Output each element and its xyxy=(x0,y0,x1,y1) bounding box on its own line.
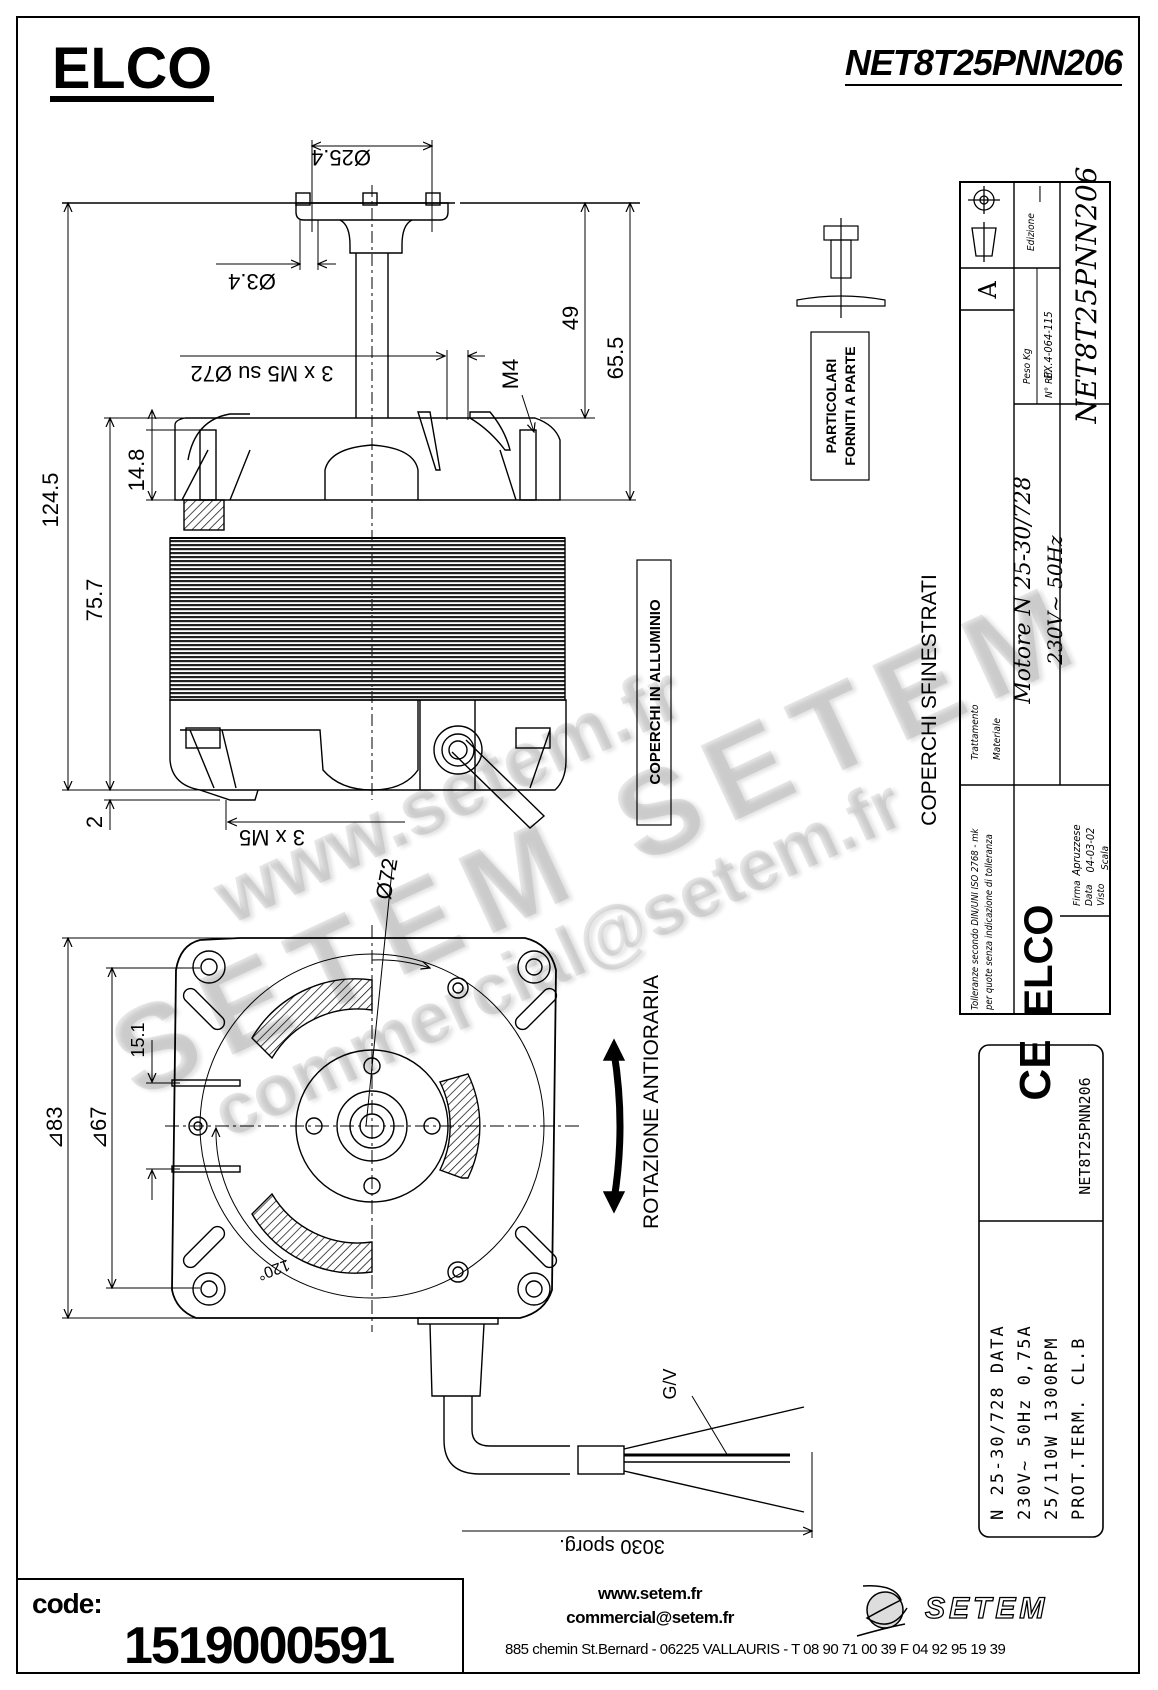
cable-length-label: 3030 sporg. xyxy=(559,1535,665,1557)
setem-logo: SETEM xyxy=(855,1578,1115,1643)
accessory-screw-icon xyxy=(796,218,886,318)
title-block: A Edizione — Peso Kg N° Rif. EX.4-064-11… xyxy=(959,166,1111,1016)
dim-overall-length: 124.5 xyxy=(38,472,63,527)
footer-contacts: www.setem.fr commercial@setem.fr xyxy=(555,1582,745,1630)
title-block-elco-logo: ELCO xyxy=(1017,904,1061,1015)
dim-hole-3-4: Ø3.4 xyxy=(228,269,276,294)
rotation-label: ROTAZIONE ANTIORARIA xyxy=(640,975,663,1229)
dim-angle: 120° xyxy=(255,1256,292,1283)
signed-label: Firma xyxy=(1072,880,1083,906)
ref-label: N° Rif. xyxy=(1044,369,1055,398)
edition-value: — xyxy=(1031,186,1048,202)
svg-text:COPERCHI IN ALLUMINIO: COPERCHI IN ALLUMINIO xyxy=(647,599,664,785)
date-value: 04-03-02 xyxy=(1084,828,1097,873)
svg-text:PARTICOLARI: PARTICOLARI xyxy=(823,359,839,454)
side-view xyxy=(62,140,640,830)
dim-2: 2 xyxy=(82,816,107,828)
dim-65-5: 65.5 xyxy=(603,337,628,380)
dim-14-8: 14.8 xyxy=(124,449,149,492)
dim-49: 49 xyxy=(558,306,583,330)
scale-label: Scala xyxy=(1100,846,1111,870)
plate-model: NET8T25PNN206 xyxy=(1076,1077,1094,1194)
revision-letter: A xyxy=(974,281,1002,300)
drawing-number: NET8T25PNN206 xyxy=(1070,166,1103,424)
plate-line2: 230V~ 50Hz 0,75A xyxy=(1015,1324,1035,1520)
dim-m4: M4 xyxy=(498,359,523,390)
tolerance-line2: per quote senza indicazione di tolleranz… xyxy=(984,834,995,1011)
earth-wire-label: G/V xyxy=(660,1368,680,1399)
edition-label: Edizione xyxy=(1026,213,1037,251)
code-value: 1519000591 xyxy=(124,1617,395,1675)
dim-pcd-72: Ø72 xyxy=(371,856,403,901)
treatment-label: Trattamento xyxy=(970,704,981,760)
front-view xyxy=(62,859,812,1538)
date-label: Data xyxy=(1084,885,1095,906)
ce-mark-icon: CE xyxy=(1011,1039,1060,1100)
part-number-title: NET8T25PNN206 xyxy=(844,44,1123,86)
side-view-dimensions: Ø25.4 Ø3.4 124.5 49 65.5 3 x M5 su Ø72 M… xyxy=(38,145,628,850)
front-view-dimensions: ⊿83 ⊿67 15.1 Ø72 120° ROTAZIONE ANTIORAR… xyxy=(42,856,680,1557)
dim-3xm5: 3 x M5 xyxy=(239,825,305,850)
description-line1: Motore N 25-30/728 xyxy=(1011,476,1036,704)
code-box: code: 1519000591 xyxy=(16,1578,464,1675)
dim-75-7: 75.7 xyxy=(82,579,107,622)
material-label: Materiale xyxy=(992,717,1003,760)
checked-label: Visto xyxy=(1096,883,1107,906)
drawing-frame xyxy=(16,16,1140,1674)
dim-inner-square: ⊿67 xyxy=(86,1107,111,1150)
plate-line3: 25/110W 1300RPM xyxy=(1042,1336,1062,1520)
elco-logo: ELCO xyxy=(50,34,220,109)
rating-plate: CE NET8T25PNN206 N 25-30/728 DATA 230V~ … xyxy=(978,1039,1104,1538)
covers-note: COPERCHI SFINESTRATI xyxy=(918,574,941,826)
email-link[interactable]: commercial@setem.fr xyxy=(566,1608,734,1627)
projection-symbol-icon xyxy=(968,186,1000,262)
dim-outer-square: ⊿83 xyxy=(42,1107,67,1150)
globe-swoosh-icon xyxy=(856,1585,908,1637)
svg-text:FORNITI A PARTE: FORNITI A PARTE xyxy=(842,346,858,465)
dim-pcd-25-4: Ø25.4 xyxy=(311,145,371,170)
plate-line4: PROT.TERM. CL.B xyxy=(1069,1336,1089,1520)
footer-address: 885 chemin St.Bernard - 06225 VALLAURIS … xyxy=(505,1641,1006,1658)
svg-text:SETEM: SETEM xyxy=(925,1592,1048,1625)
accessories-label-box: PARTICOLARI FORNITI A PARTE xyxy=(810,331,870,481)
aluminium-covers-label: COPERCHI IN ALLUMINIO xyxy=(636,559,672,826)
website-link[interactable]: www.setem.fr xyxy=(598,1584,702,1603)
dim-slot-spacing: 15.1 xyxy=(128,1022,148,1057)
weight-label: Peso Kg xyxy=(1022,348,1033,384)
description-line2: 230V~ 50Hz xyxy=(1043,535,1067,666)
dim-thread-pcd: 3 x M5 su Ø72 xyxy=(190,361,333,386)
code-label: code: xyxy=(32,1588,103,1619)
plate-line1: N 25-30/728 DATA xyxy=(988,1324,1008,1520)
svg-text:ELCO: ELCO xyxy=(52,36,212,101)
signed-value: Apruzzese xyxy=(1070,824,1083,876)
ref-value: EX.4-064-115 xyxy=(1042,311,1055,378)
tolerance-line1: Tolleranze secondo DIN/UNI ISO 2768 - mk xyxy=(970,827,981,1010)
